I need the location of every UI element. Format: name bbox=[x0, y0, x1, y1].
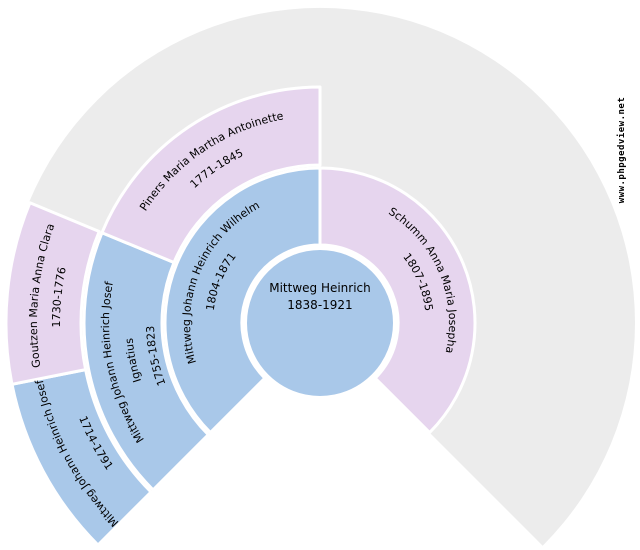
center-person-name: Mittweg Heinrich bbox=[269, 281, 371, 295]
phpgedview-watermark: www.phpgedview.net bbox=[616, 97, 627, 204]
center-person-dates: 1838-1921 bbox=[287, 298, 352, 312]
wedge-great-grandmother[interactable] bbox=[4, 201, 101, 386]
wedge-father[interactable] bbox=[163, 166, 322, 435]
wedge-mother[interactable] bbox=[318, 166, 477, 435]
wedge-grandmother[interactable] bbox=[100, 85, 322, 264]
center-person-disc[interactable] bbox=[243, 246, 397, 400]
person-wedges bbox=[4, 85, 477, 547]
